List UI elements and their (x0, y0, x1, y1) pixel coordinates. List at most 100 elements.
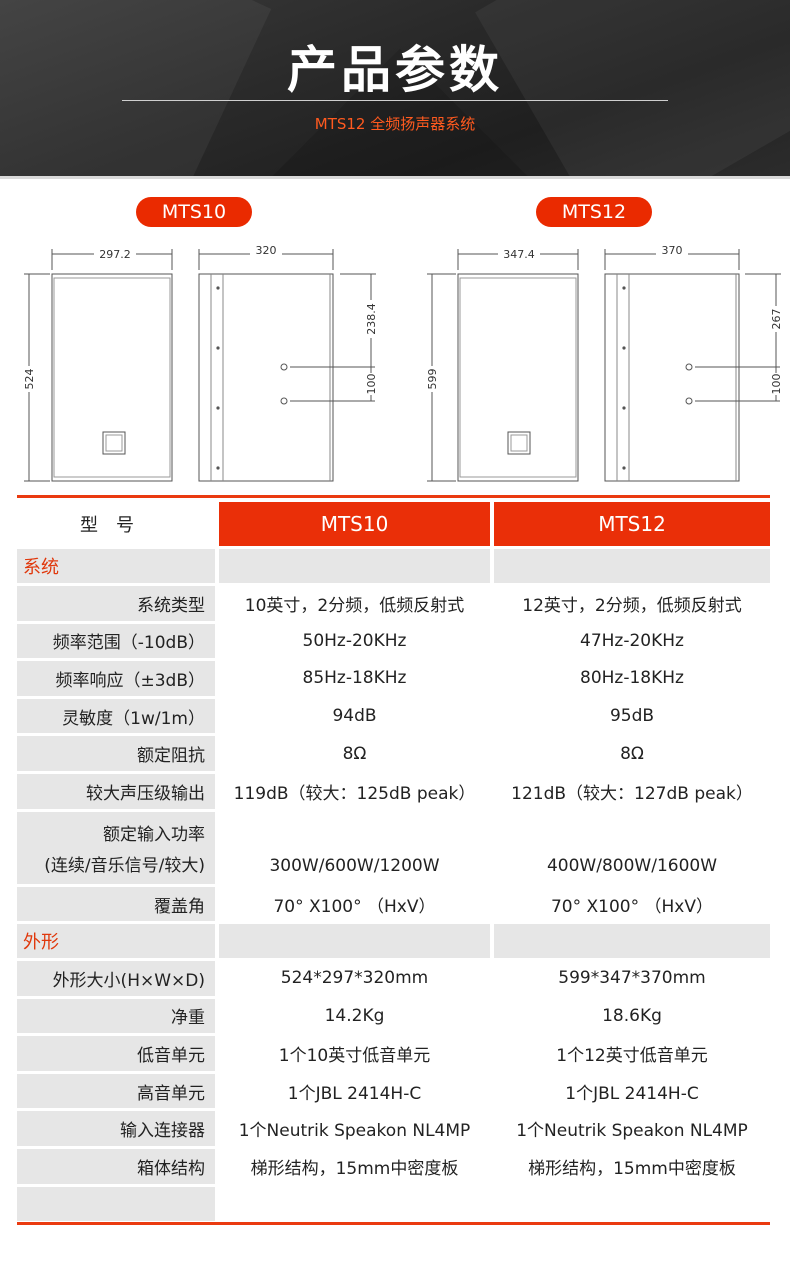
row-value-a: 85Hz-18KHz (219, 661, 490, 696)
mts10-offset-label: 238.4 (365, 303, 378, 335)
mts10-width-label: 297.2 (99, 248, 131, 261)
table-row: 箱体结构梯形结构，15mm中密度板梯形结构，15mm中密度板 (17, 1149, 770, 1184)
mts12-side-outline (604, 273, 740, 482)
mts10-side-outline (198, 273, 334, 482)
table-row-coverage: 覆盖角 70° X100° （HxV） 70° X100° （HxV） (17, 887, 770, 921)
row-label: 较大声压级输出 (17, 774, 215, 809)
row-value-a: 1个JBL 2414H-C (219, 1073, 490, 1109)
row-value-a: 70° X100° （HxV） (219, 887, 490, 921)
mts10-height-label: 524 (23, 369, 36, 390)
dimension-drawing-svg: 297.2 320 524 238.4 100 347.4 370 599 26… (21, 243, 784, 482)
table-header-row: 型号 MTS10 MTS12 (17, 502, 770, 546)
row-value-b: 70° X100° （HxV） (494, 887, 770, 921)
table-bottom-rule (17, 1222, 770, 1225)
header-model-b: MTS12 (494, 502, 770, 546)
row-label: 灵敏度（1w/1m） (17, 698, 215, 734)
section-title: 外形 (17, 924, 215, 958)
page-title: 产品参数 (287, 41, 503, 99)
row-label: 系统类型 (17, 586, 215, 621)
header-model-a: MTS10 (219, 502, 490, 546)
row-label: 覆盖角 (17, 887, 215, 921)
row-label-line2: (连续/音乐信号/较大) (44, 856, 205, 876)
table-row-power: 额定输入功率 (连续/音乐信号/较大) 300W/600W/1200W 400W… (17, 812, 770, 884)
row-label: 频率响应（±3dB） (17, 661, 215, 696)
row-label: 额定输入功率 (连续/音乐信号/较大) (17, 812, 215, 884)
row-label: 箱体结构 (17, 1149, 215, 1184)
dimension-drawings: 297.2 320 524 238.4 100 347.4 370 599 26… (0, 240, 790, 496)
row-value-b: 80Hz-18KHz (494, 661, 770, 696)
mts12-port (507, 431, 531, 455)
row-value-a: 524*297*320mm (219, 961, 490, 996)
row-value-b: 8Ω (494, 736, 770, 771)
mts10-spacing-label: 100 (365, 374, 378, 395)
row-value-b: 梯形结构，15mm中密度板 (494, 1149, 770, 1184)
mts10-port (102, 431, 126, 455)
row-value-a: 1个Neutrik Speakon NL4MP (219, 1111, 490, 1146)
row-value-b: 1个Neutrik Speakon NL4MP (494, 1111, 770, 1146)
row-label-line1: 额定输入功率 (103, 825, 205, 845)
title-divider (122, 100, 668, 101)
table-top-rule (17, 495, 770, 498)
mts10-front-inner (53, 277, 171, 478)
row-value-b: 400W/800W/1600W (494, 812, 770, 884)
row-value-a: 10英寸，2分频，低频反射式 (219, 586, 490, 621)
row-value-b: 1个JBL 2414H-C (494, 1073, 770, 1109)
mts12-front-inner (459, 277, 577, 478)
row-value-a: 8Ω (219, 736, 490, 771)
row-label: 外形大小(H×W×D) (17, 961, 215, 996)
model-badge-mts12: MTS12 (536, 197, 652, 227)
row-value-a: 1个10英寸低音单元 (219, 1036, 490, 1071)
section-blank (494, 924, 770, 958)
header-bottom-rule (0, 176, 790, 179)
section-row-system: 系统 (17, 549, 770, 583)
row-value-b: 599*347*370mm (494, 961, 770, 996)
table-row-empty (17, 1187, 770, 1221)
row-value-b: 95dB (494, 698, 770, 734)
row-value-a: 梯形结构，15mm中密度板 (219, 1149, 490, 1184)
row-label: 额定阻抗 (17, 736, 215, 771)
section-blank (494, 549, 770, 583)
model-badge-mts10: MTS10 (136, 197, 252, 227)
row-label: 输入连接器 (17, 1111, 215, 1146)
mts12-depth-label: 370 (662, 244, 683, 257)
row-value-a: 119dB（较大：125dB peak） (219, 774, 490, 809)
row-label: 频率范围（-10dB） (17, 623, 215, 659)
header-label: 型号 (17, 502, 215, 546)
mts10-front-outline (51, 273, 173, 482)
section-title: 系统 (17, 549, 215, 583)
row-label: 高音单元 (17, 1073, 215, 1109)
row-label: 净重 (17, 998, 215, 1034)
row-value-b: 47Hz-20KHz (494, 623, 770, 659)
page-subtitle: MTS12 全频扬声器系统 (314, 115, 476, 133)
row-value-a: 50Hz-20KHz (219, 623, 490, 659)
mts10-depth-label: 320 (256, 244, 277, 257)
row-value-b: 18.6Kg (494, 998, 770, 1034)
row-value-a: 300W/600W/1200W (219, 812, 490, 884)
row-value-a: 94dB (219, 698, 490, 734)
row-value-b: 1个12英寸低音单元 (494, 1036, 770, 1071)
row-value-a (219, 1187, 490, 1221)
mts12-front-outline (457, 273, 579, 482)
mts12-offset-label: 267 (770, 309, 783, 330)
row-value-a: 14.2Kg (219, 998, 490, 1034)
page-header: 产品参数 MTS12 全频扬声器系统 (0, 0, 790, 176)
section-row-shape: 外形 (17, 924, 770, 958)
mts12-width-label: 347.4 (503, 248, 535, 261)
row-value-b: 12英寸，2分频，低频反射式 (494, 586, 770, 621)
mts12-height-label: 599 (426, 369, 439, 390)
mts12-spacing-label: 100 (770, 374, 783, 395)
section-blank (219, 924, 490, 958)
row-label: 低音单元 (17, 1036, 215, 1071)
section-blank (219, 549, 490, 583)
